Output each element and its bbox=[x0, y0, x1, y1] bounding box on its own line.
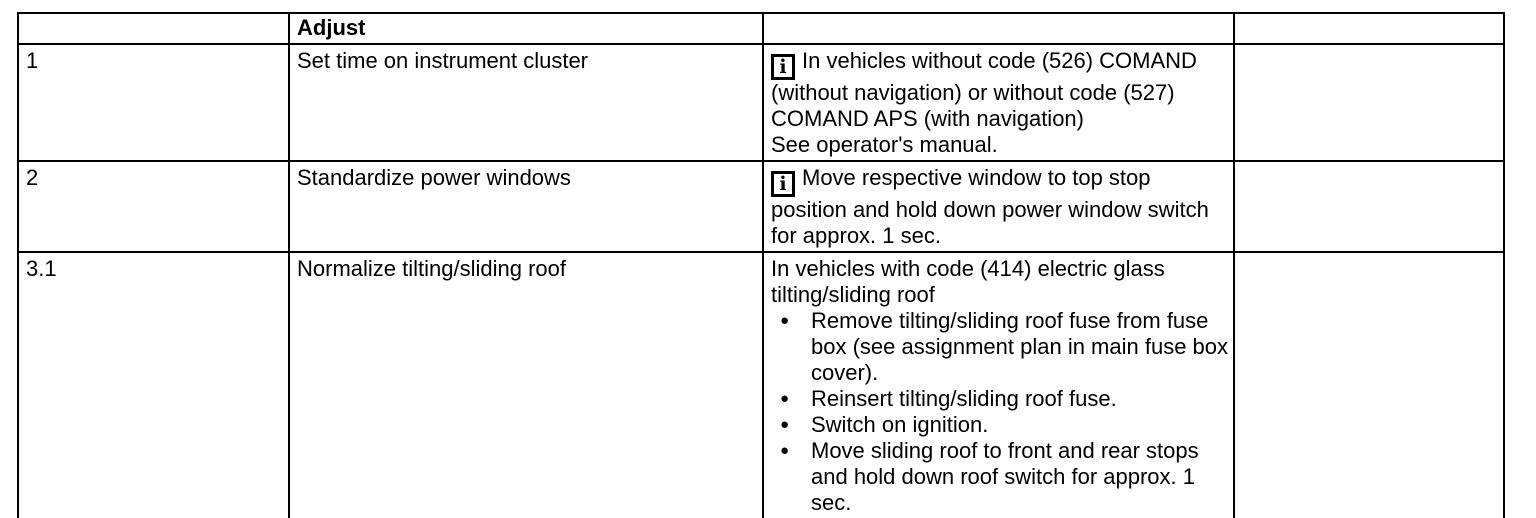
row-instructions-cell: In vehicles with code (414) electric gla… bbox=[762, 251, 1235, 518]
task-label: Standardize power windows bbox=[297, 165, 571, 190]
info-icon: i bbox=[771, 54, 795, 80]
info-icon-glyph: i bbox=[779, 173, 787, 195]
bullet-text: box (see assignment plan in main fuse bo… bbox=[811, 334, 1229, 359]
bullet-text: Switch on ignition. bbox=[811, 412, 989, 437]
step-number: 2 bbox=[26, 165, 39, 190]
header-instructions-cell bbox=[762, 12, 1235, 45]
row-task-cell: Standardize power windows bbox=[288, 160, 764, 253]
instruction-text: In vehicles with code (414) electric gla… bbox=[771, 256, 1165, 281]
header-task-label: Adjust bbox=[297, 15, 366, 40]
instruction-text: Move respective window to top stop bbox=[802, 165, 1151, 190]
table-row: 1 Set time on instrument cluster i In veh… bbox=[17, 43, 1505, 162]
header-number-cell bbox=[17, 12, 290, 45]
instruction-bullet-list: Remove tilting/sliding roof fuse from fu… bbox=[771, 308, 1229, 516]
row-number-cell: 3.1 bbox=[17, 251, 290, 518]
bullet-text: Move sliding roof to front and rear stop… bbox=[811, 438, 1199, 463]
instruction-text: See operator's manual. bbox=[771, 132, 998, 157]
bullet-item: Switch on ignition. bbox=[771, 412, 1225, 438]
row-task-cell: Set time on instrument cluster bbox=[288, 43, 764, 162]
adjustment-procedure-table: Adjust 1 Set time on instrument cluster … bbox=[17, 12, 1505, 518]
info-icon: i bbox=[771, 171, 795, 197]
row-number-cell: 2 bbox=[17, 160, 290, 253]
instruction-text: (without navigation) or without code (52… bbox=[771, 80, 1175, 105]
row-task-cell: Normalize tilting/sliding roof bbox=[288, 251, 764, 518]
instruction-text: position and hold down power window swit… bbox=[771, 197, 1209, 222]
row-extra-cell bbox=[1233, 251, 1505, 518]
bullet-item: Remove tilting/sliding roof fuse from fu… bbox=[771, 308, 1229, 386]
bullet-item: Reinsert tilting/sliding roof fuse. bbox=[771, 386, 1225, 412]
step-number: 1 bbox=[26, 48, 39, 73]
row-extra-cell bbox=[1233, 43, 1505, 162]
instruction-line: i Move respective window to top stop bbox=[771, 165, 1225, 197]
instruction-text: for approx. 1 sec. bbox=[771, 223, 941, 248]
row-extra-cell bbox=[1233, 160, 1505, 253]
header-task-cell: Adjust bbox=[288, 12, 764, 45]
task-label: Normalize tilting/sliding roof bbox=[297, 256, 566, 281]
bullet-text: Remove tilting/sliding roof fuse from fu… bbox=[811, 308, 1209, 333]
instruction-line: i In vehicles without code (526) COMAND bbox=[771, 48, 1225, 80]
bullet-text: Reinsert tilting/sliding roof fuse. bbox=[811, 386, 1117, 411]
info-icon-glyph: i bbox=[779, 56, 787, 78]
row-instructions-cell: i Move respective window to top stop posi… bbox=[762, 160, 1235, 253]
row-instructions-cell: i In vehicles without code (526) COMAND (… bbox=[762, 43, 1235, 162]
header-extra-cell bbox=[1233, 12, 1505, 45]
instruction-text: tilting/sliding roof bbox=[771, 282, 935, 307]
bullet-text: cover). bbox=[811, 360, 879, 385]
task-label: Set time on instrument cluster bbox=[297, 48, 589, 73]
table-header-row: Adjust bbox=[17, 12, 1505, 45]
bullet-item: Move sliding roof to front and rear stop… bbox=[771, 438, 1225, 516]
bullet-text: sec. bbox=[811, 490, 852, 515]
row-number-cell: 1 bbox=[17, 43, 290, 162]
instruction-text: COMAND APS (with navigation) bbox=[771, 106, 1084, 131]
step-number: 3.1 bbox=[26, 256, 57, 281]
instruction-text: In vehicles without code (526) COMAND bbox=[802, 48, 1197, 73]
table-row: 3.1 Normalize tilting/sliding roof In ve… bbox=[17, 251, 1505, 518]
bullet-text: and hold down roof switch for approx. 1 bbox=[811, 464, 1196, 489]
table-row: 2 Standardize power windows i Move respec… bbox=[17, 160, 1505, 253]
